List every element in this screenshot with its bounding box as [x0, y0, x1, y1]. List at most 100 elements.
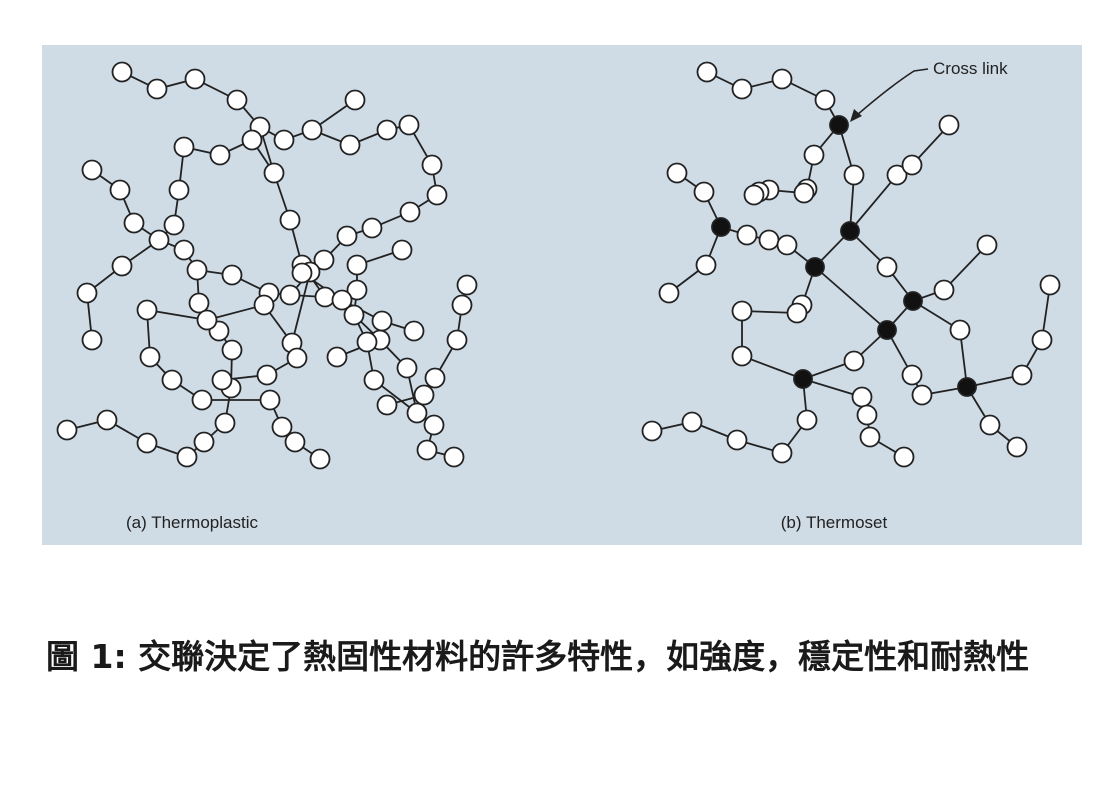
monomer-node [309, 448, 331, 470]
monomer-node [273, 129, 295, 151]
monomer-node [184, 68, 206, 90]
monomer-node [446, 329, 468, 351]
monomer-node [146, 78, 168, 100]
monomer-node [96, 409, 118, 431]
monomer-node [731, 345, 753, 367]
monomer-node [413, 384, 435, 406]
monomer-node [851, 386, 873, 408]
monomer-node [695, 254, 717, 276]
crosslink-arrow-line [856, 68, 929, 116]
monomer-node [893, 446, 915, 468]
monomer-node [771, 68, 793, 90]
monomer-node [681, 411, 703, 433]
monomer-node [641, 420, 663, 442]
polymer-chain [966, 284, 1051, 388]
crosslink-node [711, 217, 731, 237]
monomer-node [886, 164, 908, 186]
monomer-node [339, 134, 361, 156]
monomer-node [56, 419, 78, 441]
crosslink-arrow-head [850, 109, 862, 122]
monomer-node [843, 350, 865, 372]
monomer-node [109, 179, 131, 201]
monomer-node [76, 282, 98, 304]
monomer-node [191, 389, 213, 411]
monomer-node [313, 249, 335, 271]
monomer-node [1039, 274, 1061, 296]
crosslink-node [805, 257, 825, 277]
crosslink-node [840, 221, 860, 241]
monomer-node [391, 239, 413, 261]
monomer-node [214, 412, 236, 434]
monomer-node [139, 346, 161, 368]
monomer-node [346, 254, 368, 276]
monomer-node [286, 347, 308, 369]
monomer-node [136, 299, 158, 321]
monomer-node [1006, 436, 1028, 458]
monomer-node [371, 310, 393, 332]
crosslink-node [829, 115, 849, 135]
panel-b-label: (b) Thermoset [781, 513, 888, 532]
monomer-node [814, 89, 836, 111]
monomer-node [259, 389, 281, 411]
monomer-node [406, 402, 428, 424]
monomer-node [291, 262, 313, 284]
monomer-node [173, 136, 195, 158]
monomer-node [399, 201, 421, 223]
monomer-node [193, 431, 215, 453]
monomer-node [731, 300, 753, 322]
monomer-node [279, 209, 301, 231]
monomer-node [271, 416, 293, 438]
monomer-node [356, 331, 378, 353]
monomer-node [901, 364, 923, 386]
thermoset-panel [641, 61, 1061, 468]
monomer-node [279, 284, 301, 306]
monomer-node [424, 367, 446, 389]
crosslink-node [903, 291, 923, 311]
monomer-node [196, 309, 218, 331]
monomer-node [111, 255, 133, 277]
monomer-node [949, 319, 971, 341]
monomer-node [168, 179, 190, 201]
monomer-node [451, 294, 473, 316]
monomer-node [256, 364, 278, 386]
crosslink-node [877, 320, 897, 340]
monomer-node [938, 114, 960, 136]
monomer-node [343, 304, 365, 326]
monomer-node [398, 114, 420, 136]
monomer-node [979, 414, 1001, 436]
monomer-node [376, 119, 398, 141]
crosslink-label: Cross link [933, 59, 1008, 78]
thermoplastic-monomer-nodes [56, 61, 478, 470]
monomer-node [403, 320, 425, 342]
monomer-node [376, 394, 398, 416]
monomer-node [786, 302, 808, 324]
monomer-node [209, 144, 231, 166]
polymer-structure-figure: Cross link (a) Thermoplastic (b) Thermos… [42, 45, 1082, 545]
monomer-node [758, 229, 780, 251]
monomer-node [346, 279, 368, 301]
monomer-node [188, 292, 210, 314]
monomer-node [743, 184, 765, 206]
monomer-node [933, 279, 955, 301]
monomer-node [163, 214, 185, 236]
monomer-node [81, 329, 103, 351]
monomer-node [421, 154, 443, 176]
monomer-node [911, 384, 933, 406]
monomer-node [731, 78, 753, 100]
monomer-node [136, 432, 158, 454]
monomer-node [161, 369, 183, 391]
monomer-node [776, 234, 798, 256]
monomer-node [284, 431, 306, 453]
monomer-node [726, 429, 748, 451]
monomer-node [301, 119, 323, 141]
monomer-node [658, 282, 680, 304]
monomer-node [361, 217, 383, 239]
monomer-node [326, 346, 348, 368]
monomer-node [176, 446, 198, 468]
monomer-node [1011, 364, 1033, 386]
monomer-node [221, 264, 243, 286]
monomer-node [363, 369, 385, 391]
monomer-node [336, 225, 358, 247]
crosslink-node [793, 369, 813, 389]
figure-canvas: Cross link (a) Thermoplastic (b) Thermos… [42, 45, 1082, 545]
